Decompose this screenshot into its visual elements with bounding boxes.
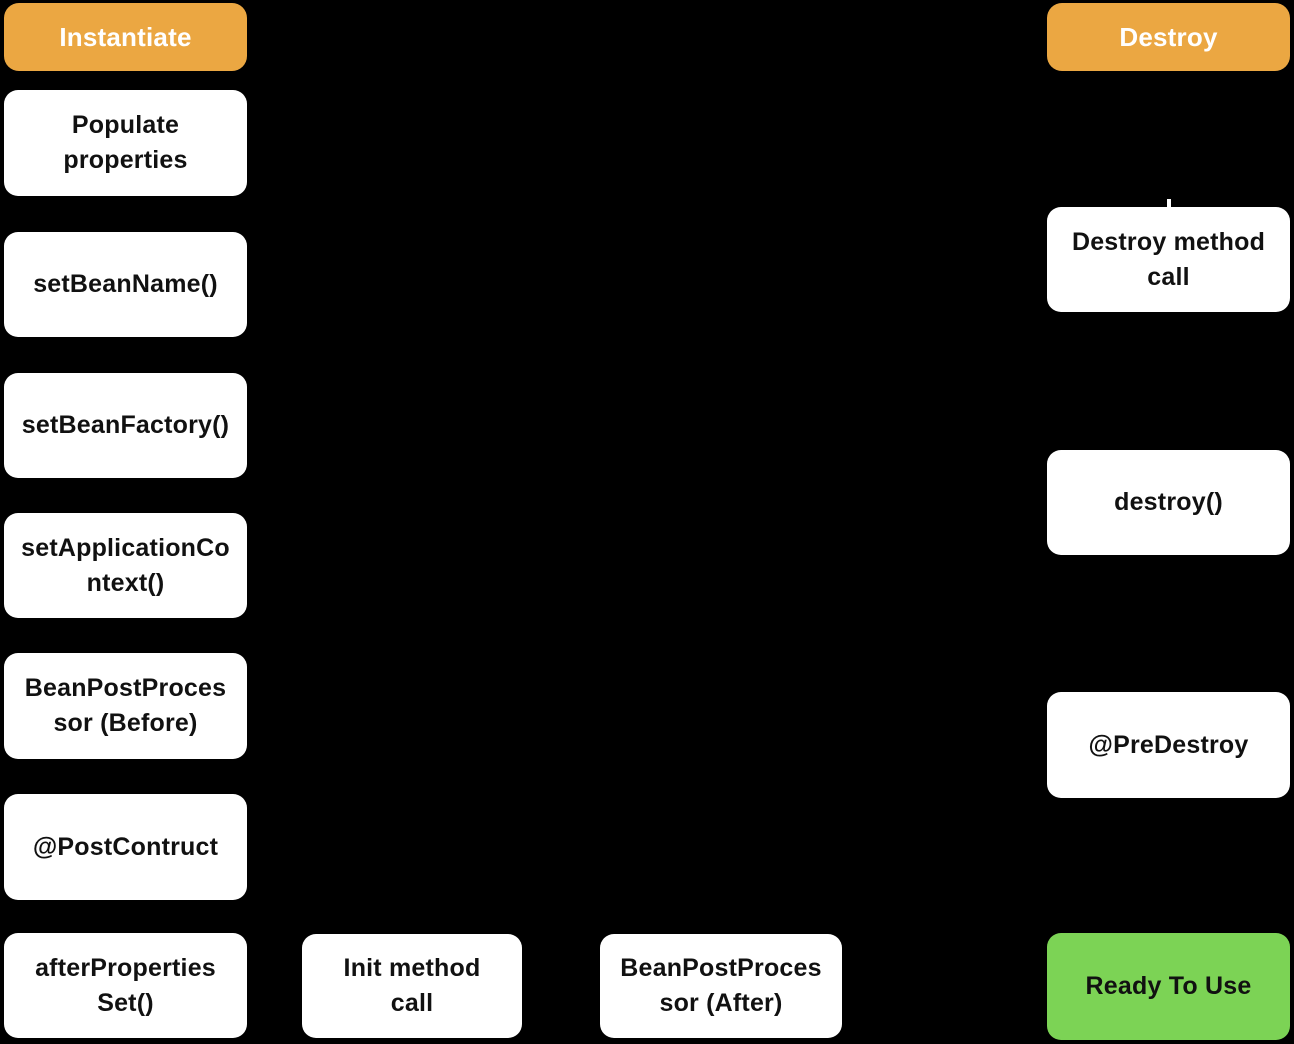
bean-post-processor-after-box: BeanPostProces sor (After) xyxy=(600,934,842,1038)
set-application-context-box: setApplicationCo ntext() xyxy=(4,513,247,618)
ready-to-use-box: Ready To Use xyxy=(1047,933,1290,1040)
init-method-call-box: Init method call xyxy=(302,934,522,1038)
destroy-fn-box: destroy() xyxy=(1047,450,1290,555)
post-contruct-box: @PostContruct xyxy=(4,794,247,900)
instantiate-header-box: Instantiate xyxy=(4,3,247,71)
bean-post-processor-before-box: BeanPostProces sor (Before) xyxy=(4,653,247,759)
populate-properties-box: Populate properties xyxy=(4,90,247,196)
destroy-header-box: Destroy xyxy=(1047,3,1290,71)
set-bean-factory-box: setBeanFactory() xyxy=(4,373,247,478)
destroy-method-call-box: Destroy method call xyxy=(1047,207,1290,312)
arrow-remnant-tick xyxy=(1167,199,1171,211)
set-bean-name-box: setBeanName() xyxy=(4,232,247,337)
after-properties-set-box: afterProperties Set() xyxy=(4,933,247,1038)
pre-destroy-box: @PreDestroy xyxy=(1047,692,1290,798)
